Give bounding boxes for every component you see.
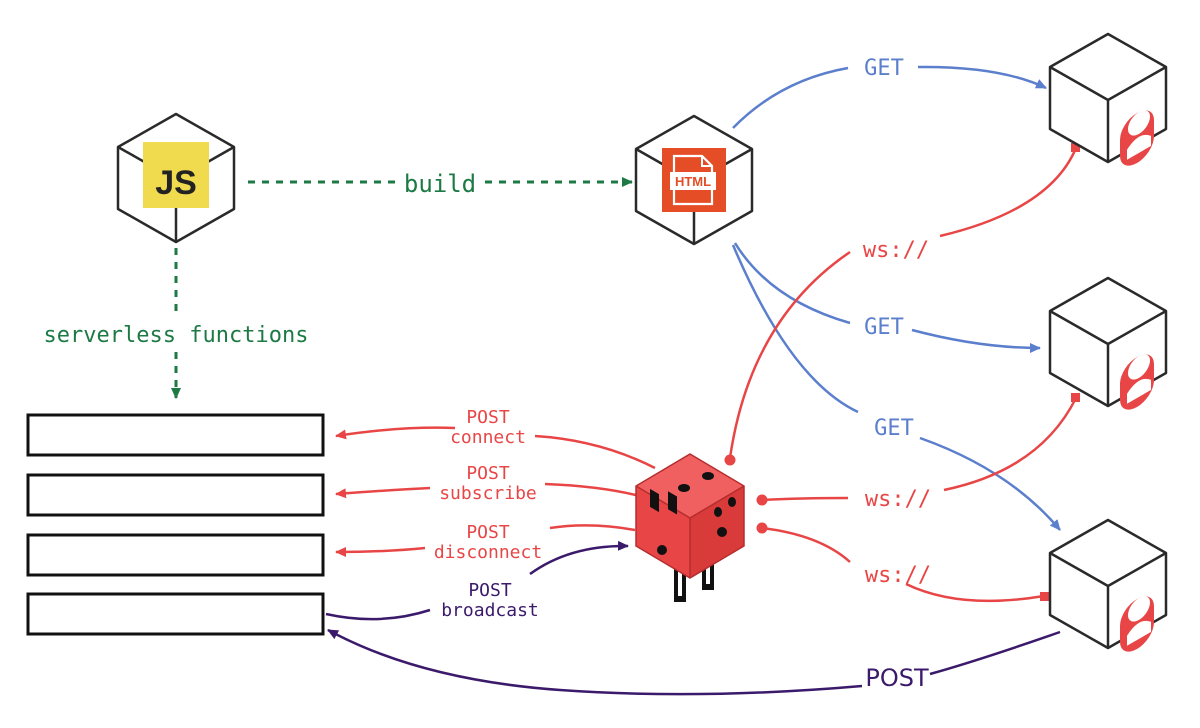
get-label-1: GET — [864, 56, 904, 81]
socket-cube — [635, 453, 745, 602]
post-broadcast-label-2: broadcast — [441, 600, 539, 621]
websocket-lines — [728, 147, 1078, 603]
post-connect-label-1: POST — [466, 407, 510, 428]
function-box — [26, 413, 325, 457]
client-cube-1 — [1048, 32, 1168, 175]
broadcast-arrows — [325, 540, 1061, 696]
client-cube-3 — [1048, 518, 1168, 661]
svg-text:HTML: HTML — [675, 174, 711, 189]
post-disconnect-label-1: POST — [466, 522, 510, 543]
function-box — [26, 473, 325, 517]
svg-text:JS: JS — [155, 164, 197, 202]
function-box — [26, 592, 325, 636]
function-box — [26, 533, 325, 577]
post-arrows-to-functions — [335, 426, 656, 557]
post-subscribe-label-2: subscribe — [439, 483, 537, 504]
html-cube: HTML — [634, 114, 754, 246]
power-socket-icon — [650, 472, 736, 555]
post-connect-label-2: connect — [450, 427, 526, 448]
js-cube: JS — [116, 112, 236, 244]
post-disconnect-label-2: disconnect — [434, 542, 542, 563]
post-label-bottom: POST — [865, 664, 929, 692]
post-subscribe-label-1: POST — [466, 463, 510, 484]
ws-label-3: ws:// — [865, 563, 931, 588]
get-arrows — [731, 65, 1061, 531]
get-label-3: GET — [874, 416, 914, 441]
websocket-endpoints — [724, 143, 1080, 601]
post-broadcast-label-1: POST — [468, 580, 512, 601]
serverless-functions-label: serverless functions — [44, 323, 309, 348]
serverless-function-boxes — [26, 413, 325, 636]
get-label-2: GET — [864, 315, 904, 340]
client-cube-2 — [1048, 276, 1168, 419]
build-label: build — [404, 170, 476, 198]
javascript-logo-icon: JS — [143, 142, 209, 208]
html-file-icon: HTML — [662, 148, 726, 212]
ws-label-1: ws:// — [863, 238, 929, 263]
ws-label-2: ws:// — [865, 487, 931, 512]
